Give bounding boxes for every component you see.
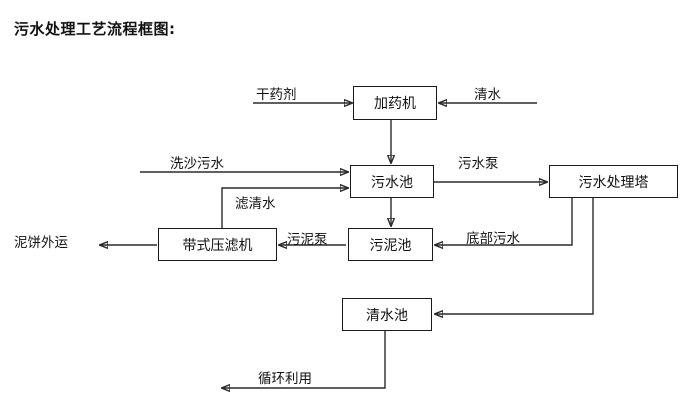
node-treatment-tower-label: 污水处理塔: [578, 174, 649, 191]
edge-label-sand-washing-sewage: 洗沙污水: [170, 156, 224, 172]
wire-tower-to-clear-water-pool: [435, 198, 594, 314]
node-clear-water-pool-label: 清水池: [366, 307, 408, 324]
node-sewage-pool[interactable]: 污水池: [350, 165, 434, 198]
node-belt-filter-press[interactable]: 带式压滤机: [158, 228, 277, 261]
edge-label-sludge-pump: 污泥泵: [287, 232, 328, 248]
node-sludge-pool-label: 污泥池: [369, 237, 412, 254]
page-title: 污水处理工艺流程框图:: [14, 20, 176, 38]
edge-label-clean-water: 清水: [474, 87, 501, 103]
edge-label-recycle-use: 循环利用: [258, 371, 312, 387]
node-treatment-tower[interactable]: 污水处理塔: [549, 165, 678, 198]
edge-label-sewage-pump: 污水泵: [458, 156, 499, 172]
terminal-label-mud-cake-outbound: 泥饼外运: [14, 235, 68, 251]
node-sewage-pool-label: 污水池: [371, 174, 413, 191]
node-dosing-machine-label: 加药机: [374, 96, 416, 112]
edge-label-filtered-clear-water: 滤清水: [235, 196, 276, 212]
node-clear-water-pool[interactable]: 清水池: [342, 298, 432, 331]
node-belt-filter-press-label: 带式压滤机: [182, 237, 253, 254]
node-sludge-pool[interactable]: 污泥池: [348, 228, 433, 261]
wire-filtered-water-to-sewage-pool: [221, 188, 348, 228]
node-dosing-machine[interactable]: 加药机: [353, 86, 437, 120]
edge-label-dry-agent: 干药剂: [256, 87, 297, 103]
wire-clear-water-pool-to-recycle: [222, 330, 386, 388]
edge-label-bottom-sewage: 底部污水: [466, 231, 520, 247]
wire-bottom-sewage-to-sludge-pool: [435, 198, 573, 245]
